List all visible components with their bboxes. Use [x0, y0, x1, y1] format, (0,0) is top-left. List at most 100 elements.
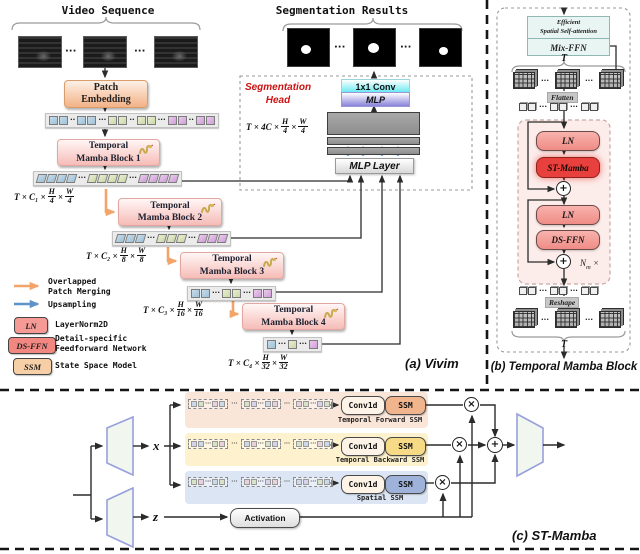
output-projection — [516, 412, 544, 478]
segmentation-frame-2 — [353, 28, 396, 67]
add-node: + — [556, 254, 571, 269]
essa-mixffn-box: Efficient Spatial Self-attention Mix-FFN — [527, 16, 610, 56]
forward-token-sequence: ··· ··· ··· ··· ··· — [188, 399, 334, 409]
video-ellipsis-2: ··· — [134, 46, 146, 57]
braces — [11, 16, 626, 343]
cube-ellipsis: ··· — [585, 316, 593, 324]
spatial-token-sequence: ··· ··· ··· ··· ··· — [188, 477, 334, 487]
legend-dsffn-chip: DS-FFN — [8, 337, 56, 354]
token-row-flat: ··· ··· — [519, 103, 598, 111]
multiply-node-forward: × — [464, 397, 479, 412]
video-sequence-title: Video Sequence — [61, 4, 155, 17]
feature-cube — [513, 311, 535, 328]
feature-cube — [555, 311, 577, 328]
activation-box: Activation — [230, 508, 300, 528]
spatial-row-label: Spatial SSM — [356, 494, 404, 502]
ultrasound-frame-2 — [83, 36, 127, 68]
seg-ellipsis-1: ··· — [334, 42, 346, 53]
feature-cube — [599, 311, 621, 328]
ultrasound-frame-3 — [154, 36, 198, 68]
panel-c-arrows — [73, 401, 566, 523]
token-strip-stage4: ··· ··· — [263, 337, 322, 352]
legend-ln-chip: LN — [14, 317, 48, 334]
z-label: z — [153, 509, 159, 524]
feature-stack-bar — [327, 137, 420, 145]
temporal-mamba-block-4: Temporal Mamba Block 4 — [242, 303, 345, 330]
ssm-box-forward: SSM — [385, 396, 426, 415]
backward-token-sequence: ··· ··· ··· ··· ··· — [188, 439, 334, 449]
legend-ln-label: LayerNorm2D — [55, 320, 108, 329]
backward-row-label: Temporal Backward SSM — [335, 456, 425, 464]
segmentation-blob — [301, 45, 311, 54]
ssm-box-spatial: SSM — [385, 475, 426, 494]
forward-row-label: Temporal Forward SSM — [337, 416, 423, 424]
segmentation-frame-3 — [419, 28, 462, 67]
sum-node: + — [487, 437, 503, 453]
panel-c-caption: (c) ST-Mamba — [512, 528, 597, 543]
ln-box-1: LN — [536, 131, 600, 151]
panel-a-caption: (a) Vivim — [405, 356, 459, 371]
patch-embedding-box: Patch Embedding — [64, 80, 148, 108]
patch-merging-arrows — [104, 189, 240, 319]
reshape-label: Reshape — [545, 297, 580, 308]
ssm-box-backward: SSM — [385, 437, 426, 456]
token-row-flat: ··· ··· — [519, 287, 598, 295]
legend-ssm-label: State Space Model — [55, 361, 137, 370]
mamba-snake-icon — [138, 143, 154, 159]
feature-cube — [599, 72, 621, 89]
segmentation-head-label: Segmentation Head — [244, 82, 312, 106]
ultrasound-frame-1 — [18, 36, 62, 68]
conv1d-box-spatial: Conv1d — [341, 475, 385, 494]
input-projection-x — [106, 415, 134, 477]
x-label: x — [153, 438, 160, 453]
essa-label: Efficient Spatial Self-attention — [528, 17, 609, 39]
legend-ssm-chip: SSM — [13, 358, 52, 375]
feature-stack-bar — [327, 112, 420, 135]
segmentation-head-box — [239, 75, 473, 191]
legend-upsampling-label: Upsampling — [48, 300, 97, 309]
mamba-snake-icon — [262, 256, 278, 272]
token-strip-stage1: ··· ··· — [33, 171, 182, 186]
legend-arrows — [14, 281, 40, 309]
legend-overlapped-label: Overlapped Patch Merging — [48, 277, 111, 296]
multiply-node-backward: × — [452, 437, 467, 452]
t-label-top: T — [560, 53, 568, 64]
cube-ellipsis: ··· — [585, 77, 593, 85]
segmentation-results-title: Segmentation Results — [275, 4, 409, 17]
ln-box-2: LN — [536, 205, 600, 225]
cube-ellipsis: ··· — [541, 316, 549, 324]
projection-trapezoids — [106, 412, 544, 549]
t-label-bottom: T — [560, 339, 568, 350]
seg-ellipsis-2: ··· — [400, 42, 412, 53]
token-strip-stage3: ··· ··· — [187, 286, 276, 301]
input-projection-z — [106, 486, 134, 549]
token-strip-embed: ·· ··· ·· ··· ·· — [45, 113, 219, 128]
st-mamba-box: ST-Mamba — [536, 157, 600, 178]
mamba-snake-icon — [200, 202, 216, 218]
cube-ellipsis: ··· — [541, 77, 549, 85]
feature-stack-bar — [327, 147, 420, 155]
nm-repeat-label: Nm × — [580, 258, 600, 271]
conv1d-box-backward: Conv1d — [341, 437, 385, 456]
mlp-layer-box: MLP Layer — [335, 158, 414, 174]
mamba-snake-icon — [323, 307, 339, 323]
ds-ffn-box: DS-FFN — [536, 230, 600, 250]
multiply-node-spatial: × — [435, 475, 450, 490]
video-ellipsis-1: ··· — [65, 46, 77, 57]
segmentation-blob — [368, 43, 379, 53]
add-node: + — [556, 181, 571, 196]
token-strip-stage2: ··· ··· — [112, 231, 231, 246]
temporal-mamba-block-2: Temporal Mamba Block 2 — [118, 198, 222, 226]
segmentation-frame-1 — [287, 28, 330, 67]
legend-dsffn-label: Detail-specific Feedforward Network — [55, 334, 147, 353]
conv1d-box-forward: Conv1d — [341, 396, 385, 415]
mixffn-label: Mix-FFN — [550, 43, 587, 53]
segmentation-blob — [439, 47, 448, 55]
